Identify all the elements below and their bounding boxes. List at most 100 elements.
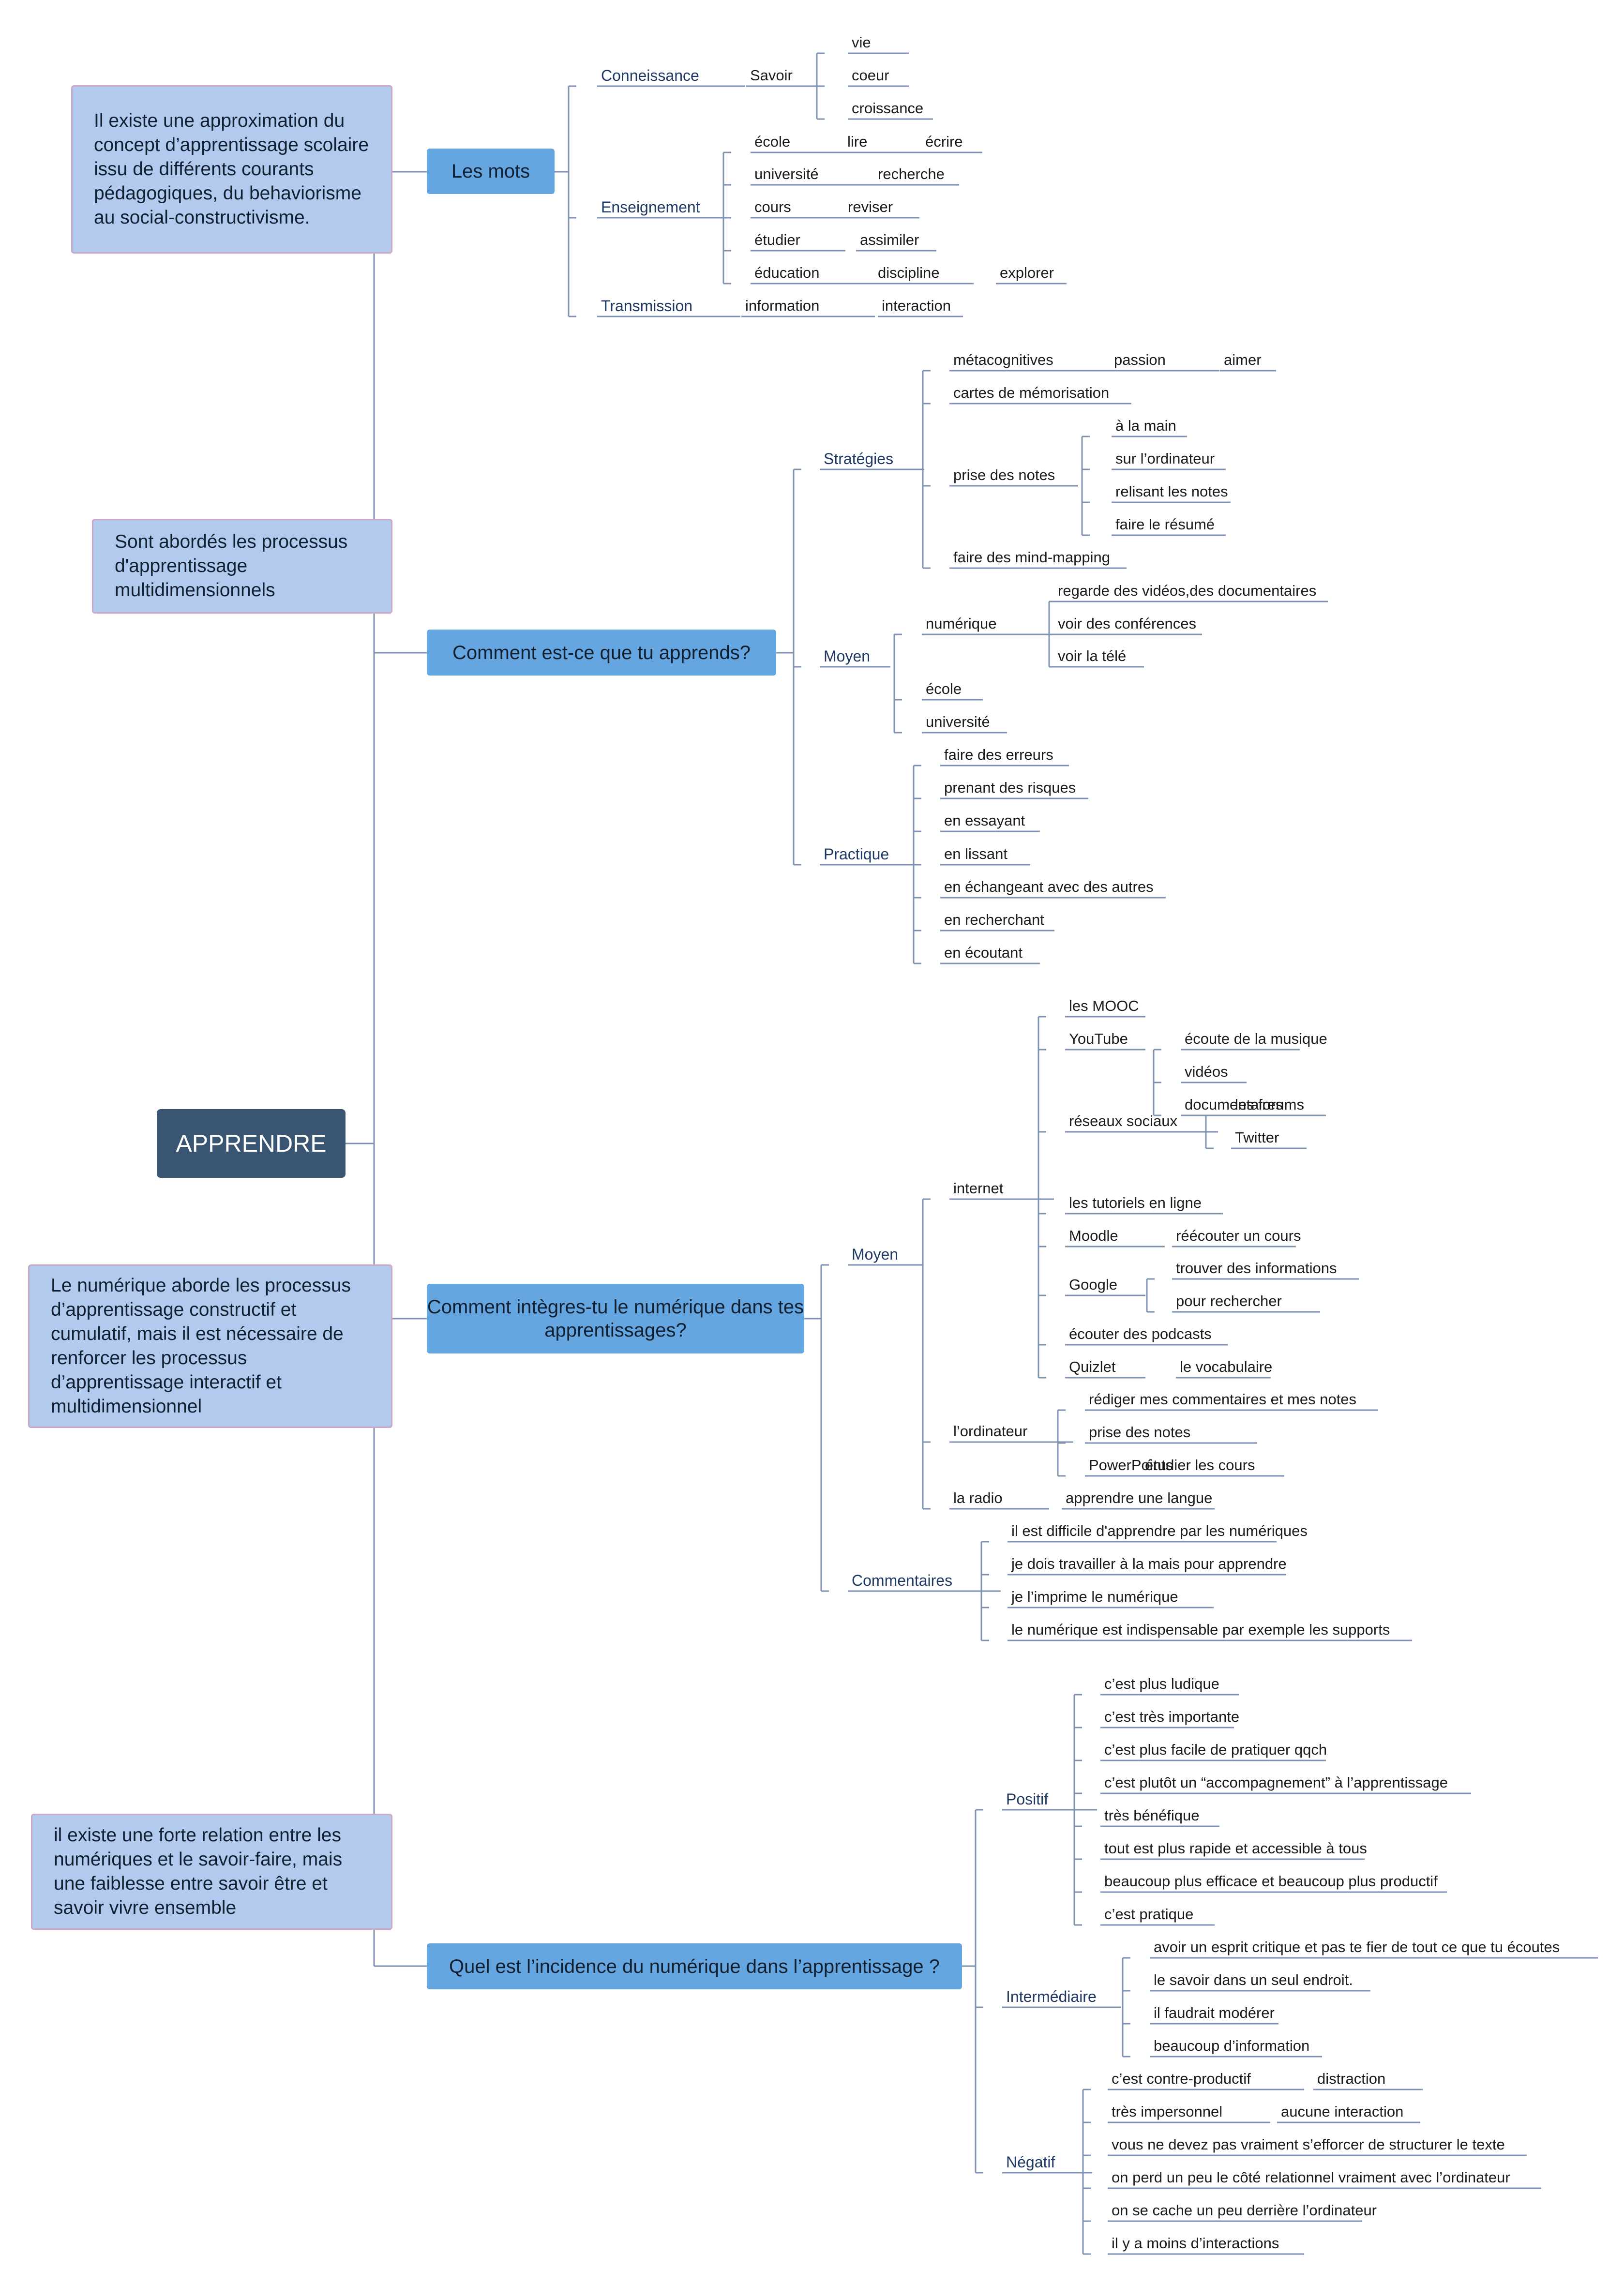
node-universite[interactable]: université [926, 713, 990, 730]
node-tres-benefique[interactable]: très bénéfique [1104, 1807, 1200, 1824]
node-ecouter-des-podcasts[interactable]: écouter des podcasts [1069, 1325, 1212, 1342]
node-coeur[interactable]: coeur [852, 67, 889, 84]
node-le-numerique-est-indispensable-par-exemp[interactable]: le numérique est indispensable par exemp… [1011, 1621, 1390, 1638]
topic-1[interactable]: Les mots [427, 149, 555, 194]
node-tres-impersonnel[interactable]: très impersonnel [1112, 2103, 1223, 2120]
node-regarde-des-videos-des-documentaires[interactable]: regarde des vidéos,des documentaires [1058, 582, 1317, 599]
node-savoir[interactable]: Savoir [750, 67, 793, 84]
node-pour-rechercher[interactable]: pour rechercher [1176, 1293, 1282, 1309]
node-croissance[interactable]: croissance [852, 100, 924, 117]
node-c-est-contre-productif[interactable]: c’est contre-productif [1112, 2070, 1251, 2087]
node-a-la-main[interactable]: à la main [1115, 417, 1176, 434]
node-faire-le-resume[interactable]: faire le résumé [1115, 516, 1215, 533]
node-les-tutoriels-en-ligne[interactable]: les tutoriels en ligne [1069, 1194, 1202, 1211]
note-1[interactable]: Il existe une approximation du concept d… [71, 85, 392, 254]
node-aucune-interaction[interactable]: aucune interaction [1281, 2103, 1404, 2120]
node-en-recherchant[interactable]: en recherchant [944, 911, 1044, 928]
topic-2[interactable]: Comment est-ce que tu apprends? [427, 630, 776, 676]
node-c-est-tres-importante[interactable]: c’est très importante [1104, 1708, 1240, 1725]
node-internet[interactable]: internet [953, 1180, 1004, 1197]
node-twitter[interactable]: Twitter [1235, 1129, 1279, 1146]
node-reecouter-un-cours[interactable]: réécouter un cours [1176, 1227, 1301, 1244]
node-relisant-les-notes[interactable]: relisant les notes [1115, 483, 1228, 500]
node-sur-l-ordinateur[interactable]: sur l’ordinateur [1115, 450, 1215, 467]
node-aimer[interactable]: aimer [1224, 351, 1262, 368]
node-conneissance[interactable]: Conneissance [601, 67, 699, 84]
node-reseaux-sociaux[interactable]: réseaux sociaux [1069, 1112, 1178, 1129]
node-moodle[interactable]: Moodle [1069, 1227, 1118, 1244]
node-google[interactable]: Google [1069, 1276, 1117, 1293]
node-transmission[interactable]: Transmission [601, 297, 693, 315]
node-la-radio[interactable]: la radio [953, 1489, 1003, 1506]
node-le-savoir-dans-un-seul-endroit[interactable]: le savoir dans un seul endroit. [1154, 1971, 1353, 1988]
node-prenant-des-risques[interactable]: prenant des risques [944, 779, 1076, 796]
node-etudier[interactable]: étudier [754, 231, 800, 248]
node-interaction[interactable]: interaction [882, 297, 951, 314]
node-distraction[interactable]: distraction [1317, 2070, 1386, 2087]
root-node[interactable]: APPRENDRE [157, 1109, 346, 1178]
node-prise-des-notes[interactable]: prise des notes [1089, 1424, 1191, 1441]
node-ecrire[interactable]: écrire [925, 133, 963, 150]
node-on-se-cache-un-peu-derriere-l-ordinateur[interactable]: on se cache un peu derrière l’ordinateur [1112, 2202, 1377, 2219]
node-vous-ne-devez-pas-vraiment-s-efforcer-de[interactable]: vous ne devez pas vraiment s’efforcer de… [1112, 2136, 1505, 2153]
node-c-est-plus-ludique[interactable]: c’est plus ludique [1104, 1675, 1219, 1692]
node-powerpoints[interactable]: PowerPoints [1089, 1457, 1173, 1473]
note-2[interactable]: Sont abordés les processus d'apprentissa… [92, 519, 392, 614]
node-vie[interactable]: vie [852, 34, 871, 51]
node-videos[interactable]: vidéos [1185, 1063, 1228, 1080]
node-c-est-plus-facile-de-pratiquer-qqch[interactable]: c’est plus facile de pratiquer qqch [1104, 1741, 1327, 1758]
node-en-lissant[interactable]: en lissant [944, 845, 1007, 862]
node-strategies[interactable]: Stratégies [824, 450, 894, 467]
node-prise-des-notes[interactable]: prise des notes [953, 466, 1055, 483]
node-beaucoup-d-information[interactable]: beaucoup d’information [1154, 2037, 1310, 2054]
node-beaucoup-plus-efficace-et-beaucoup-plus-[interactable]: beaucoup plus efficace et beaucoup plus … [1104, 1873, 1438, 1890]
node-on-perd-un-peu-le-cote-relationnel-vraim[interactable]: on perd un peu le côté relationnel vraim… [1112, 2169, 1510, 2186]
node-education[interactable]: éducation [754, 264, 820, 281]
node-rediger-mes-commentaires-et-mes-notes[interactable]: rédiger mes commentaires et mes notes [1089, 1391, 1357, 1408]
node-discipline[interactable]: discipline [878, 264, 940, 281]
node-numerique[interactable]: numérique [926, 615, 997, 632]
note-4[interactable]: il existe une forte relation entre les n… [31, 1814, 392, 1930]
node-en-essayant[interactable]: en essayant [944, 812, 1025, 829]
node-commentaires[interactable]: Commentaires [852, 1572, 953, 1589]
note-3[interactable]: Le numérique aborde les processus d’appr… [28, 1264, 392, 1428]
node-positif[interactable]: Positif [1006, 1790, 1049, 1808]
node-c-est-plutot-un-accompagnement-a-l-appre[interactable]: c’est plutôt un “accompagnement” à l’app… [1104, 1774, 1448, 1791]
node-ecole[interactable]: école [926, 680, 962, 697]
node-faire-des-erreurs[interactable]: faire des erreurs [944, 746, 1053, 763]
node-moyen[interactable]: Moyen [852, 1246, 899, 1263]
topic-3[interactable]: Comment intègres-tu le numérique dans te… [427, 1284, 804, 1353]
node-je-l-imprime-le-numerique[interactable]: je l’imprime le numérique [1011, 1588, 1178, 1605]
node-les-forums[interactable]: les forums [1235, 1096, 1304, 1113]
node-voir-la-tele[interactable]: voir la télé [1058, 647, 1127, 664]
node-cartes-de-memorisation[interactable]: cartes de mémorisation [953, 384, 1110, 401]
node-documentaires[interactable]: documentaires [1185, 1096, 1283, 1113]
node-les-mooc[interactable]: les MOOC [1069, 997, 1139, 1014]
node-intermediaire[interactable]: Intermédiaire [1006, 1988, 1097, 2005]
node-universite[interactable]: université [754, 165, 819, 182]
node-l-ordinateur[interactable]: l’ordinateur [953, 1423, 1028, 1440]
node-voir-des-conferences[interactable]: voir des conférences [1058, 615, 1197, 632]
node-ecole[interactable]: école [754, 133, 791, 150]
node-moyen[interactable]: Moyen [824, 647, 871, 665]
node-reviser[interactable]: reviser [848, 198, 893, 215]
node-en-ecoutant[interactable]: en écoutant [944, 944, 1023, 961]
node-enseignement[interactable]: Enseignement [601, 198, 700, 216]
node-tout-est-plus-rapide-et-accessible-a-tou[interactable]: tout est plus rapide et accessible à tou… [1104, 1840, 1367, 1857]
node-ecoute-de-la-musique[interactable]: écoute de la musique [1185, 1030, 1327, 1047]
node-assimiler[interactable]: assimiler [860, 231, 919, 248]
node-passion[interactable]: passion [1114, 351, 1166, 368]
node-je-dois-travailler-a-la-mais-pour-appren[interactable]: je dois travailler à la mais pour appren… [1011, 1555, 1287, 1572]
node-le-vocabulaire[interactable]: le vocabulaire [1180, 1358, 1273, 1375]
node-avoir-un-esprit-critique-et-pas-te-fier-[interactable]: avoir un esprit critique et pas te fier … [1154, 1939, 1560, 1955]
node-trouver-des-informations[interactable]: trouver des informations [1176, 1260, 1337, 1277]
node-quizlet[interactable]: Quizlet [1069, 1358, 1116, 1375]
node-cours[interactable]: cours [754, 198, 791, 215]
node-practique[interactable]: Practique [824, 845, 889, 863]
node-explorer[interactable]: explorer [1000, 264, 1054, 281]
node-youtube[interactable]: YouTube [1069, 1030, 1128, 1047]
node-metacognitives[interactable]: métacognitives [953, 351, 1053, 368]
node-apprendre-une-langue[interactable]: apprendre une langue [1066, 1489, 1213, 1506]
node-en-echangeant-avec-des-autres[interactable]: en échangeant avec des autres [944, 878, 1154, 895]
node-lire[interactable]: lire [847, 133, 868, 150]
